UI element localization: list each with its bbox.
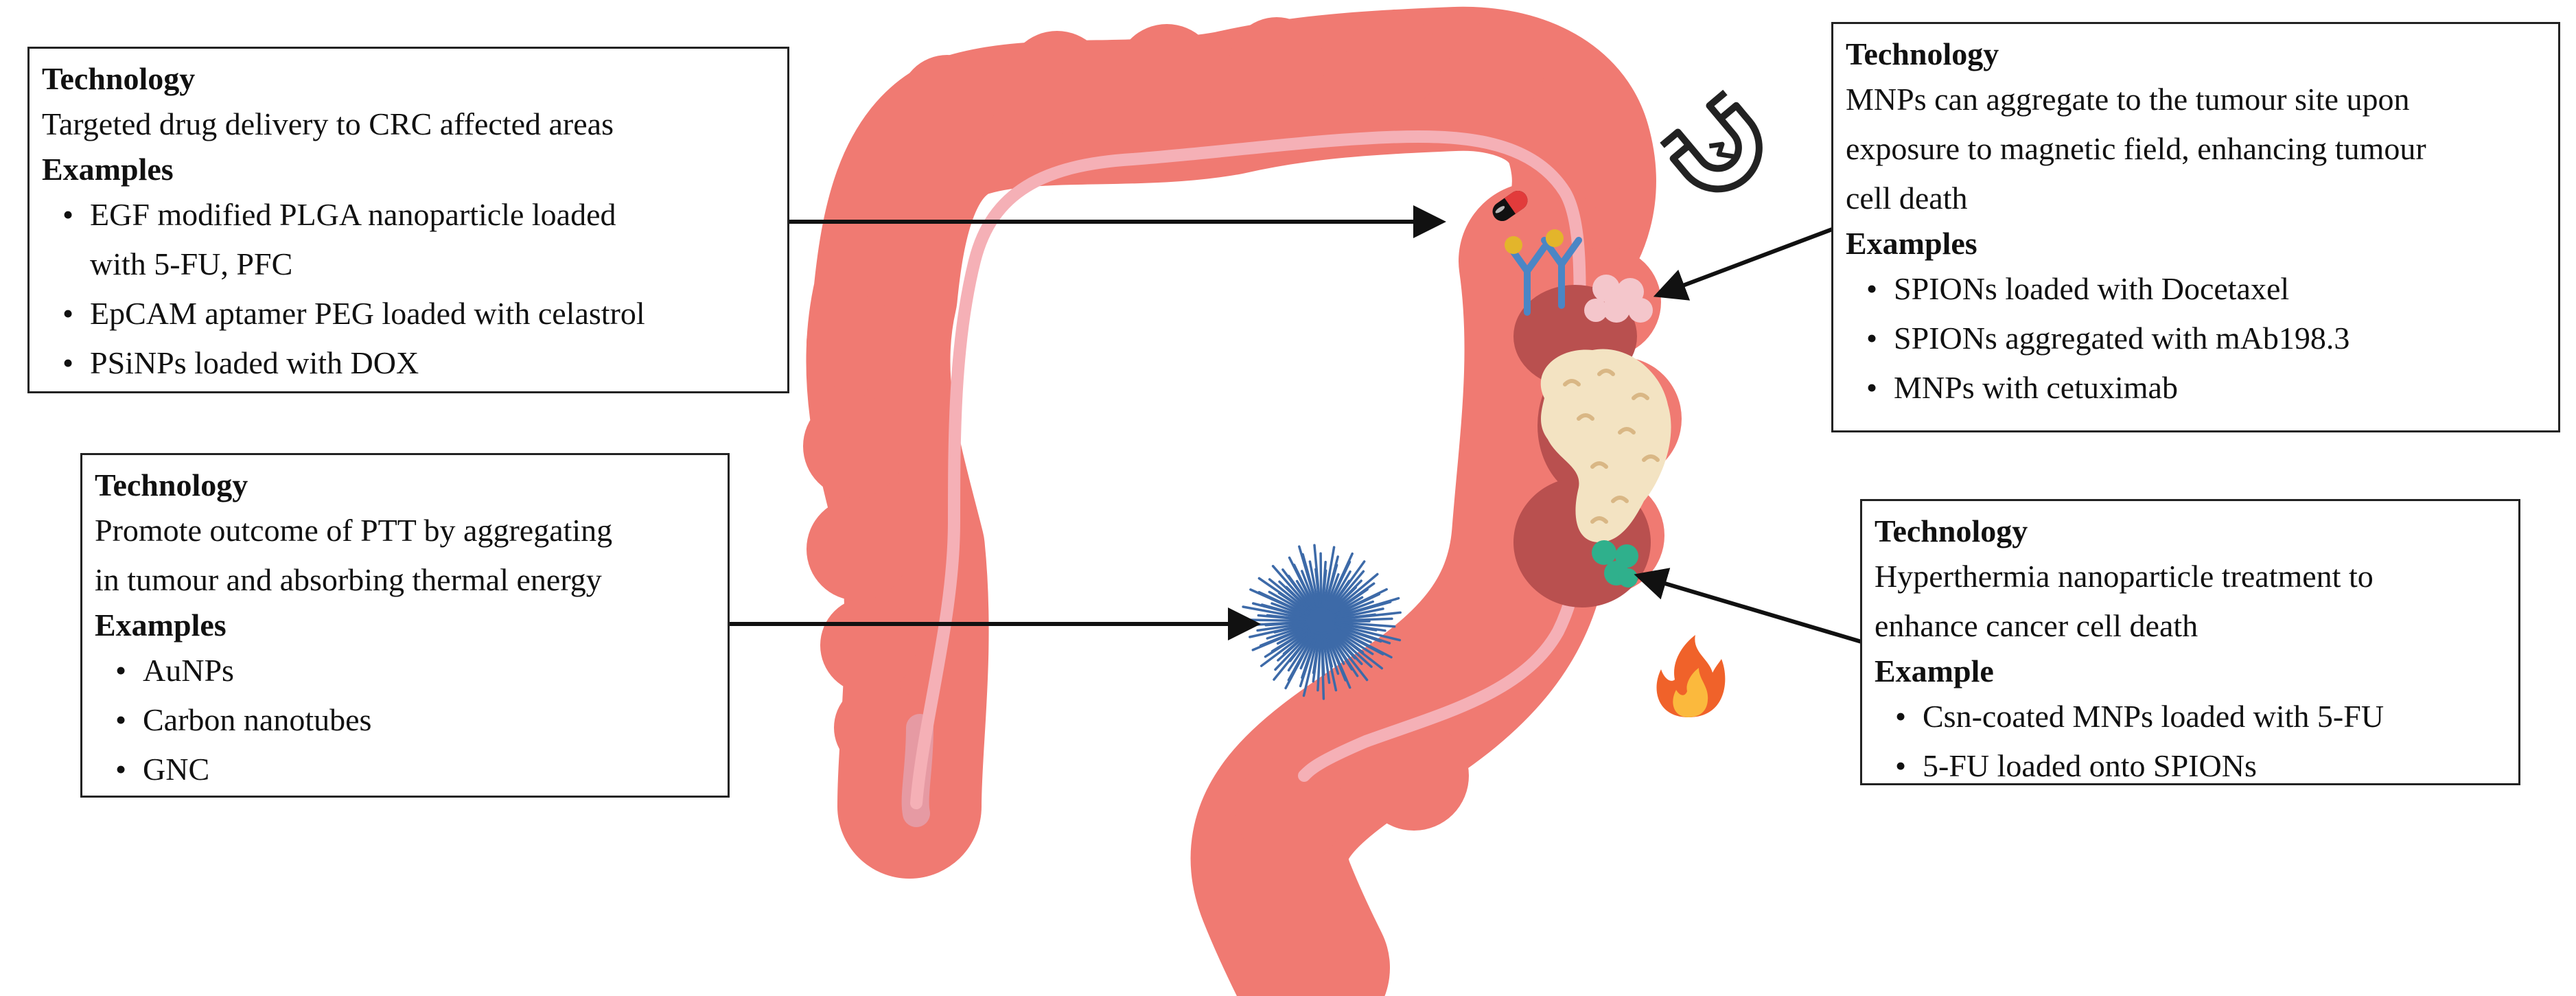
list-item: EpCAM aptamer PEG loaded with celastrol: [62, 289, 775, 338]
list-item: 5-FU loaded onto SPIONs: [1895, 741, 2506, 791]
list-item-text: EGF modified PLGA nanoparticle loaded: [90, 197, 616, 232]
list-item: EGF modified PLGA nanoparticle loaded wi…: [62, 190, 775, 289]
capsule-icon: [1492, 190, 1528, 222]
box-examples-heading: Examples: [1846, 226, 1977, 261]
pink-nanoparticles: [1584, 275, 1653, 323]
box-examples-heading: Examples: [42, 152, 174, 187]
tumour-region: [1513, 285, 1671, 607]
list-item: PSiNPs loaded with DOX: [62, 338, 775, 388]
arrow-bottom-right: [1634, 568, 1862, 644]
box-heading: Technology: [95, 467, 248, 502]
box-text-line: in tumour and absorbing thermal energy: [95, 562, 602, 597]
list-item-text: MNPs with cetuximab: [1894, 370, 2178, 405]
box-text-line: enhance cancer cell death: [1875, 608, 2198, 643]
list-item-text: PSiNPs loaded with DOX: [90, 345, 419, 380]
list-item-text: SPIONs aggregated with mAb198.3: [1894, 321, 2350, 356]
box-examples-heading: Examples: [95, 607, 227, 642]
tumour-mass: [1540, 349, 1671, 542]
examples-list: EGF modified PLGA nanoparticle loaded wi…: [42, 190, 775, 388]
box-text-line: exposure to magnetic field, enhancing tu…: [1846, 131, 2426, 166]
list-item: SPIONs aggregated with mAb198.3: [1866, 314, 2546, 363]
list-item-text: Csn-coated MNPs loaded with 5-FU: [1923, 699, 2384, 734]
fire-icon: [1656, 635, 1726, 717]
burst-core: [1308, 607, 1335, 635]
box-examples-heading: Example: [1875, 653, 1994, 688]
list-item: Csn-coated MNPs loaded with 5-FU: [1895, 692, 2506, 741]
magnet-icon: [1660, 89, 1763, 193]
tumour-spots: [1563, 369, 1660, 524]
box-heading: Technology: [1875, 513, 2028, 548]
box-text-line: cell death: [1846, 181, 1968, 216]
examples-list: AuNPs Carbon nanotubes GNC: [95, 646, 715, 794]
list-item-text: 5-FU loaded onto SPIONs: [1923, 748, 2257, 783]
list-item: MNPs with cetuximab: [1866, 363, 2546, 413]
teal-nanoparticles: [1592, 540, 1638, 588]
box-text-line: Targeted drug delivery to CRC affected a…: [42, 106, 614, 141]
box-text-line: MNPs can aggregate to the tumour site up…: [1846, 82, 2410, 117]
box-middle-left: Technology Promote outcome of PTT by agg…: [80, 453, 730, 798]
lumen-line: [910, 130, 1588, 809]
list-item-text: GNC: [143, 752, 210, 787]
list-item: GNC: [115, 745, 715, 794]
box-bottom-right: Technology Hyperthermia nanoparticle tre…: [1860, 499, 2520, 791]
arrows: [729, 205, 1862, 644]
list-item: Carbon nanotubes: [115, 695, 715, 745]
list-item-text: SPIONs loaded with Docetaxel: [1894, 271, 2290, 306]
list-item: AuNPs: [115, 646, 715, 695]
box-top-left: Technology Targeted drug delivery to CRC…: [27, 47, 789, 393]
list-item-text: EpCAM aptamer PEG loaded with celastrol: [90, 296, 645, 331]
box-heading: Technology: [1846, 36, 1999, 71]
examples-list: Csn-coated MNPs loaded with 5-FU 5-FU lo…: [1875, 692, 2506, 791]
box-text-line: Promote outcome of PTT by aggregating: [95, 513, 613, 548]
box-text-line: Hyperthermia nanoparticle treatment to: [1875, 559, 2374, 594]
arrow-top-right: [1653, 227, 1835, 301]
box-heading: Technology: [42, 61, 196, 96]
nanoparticle-burst-icon: [1239, 544, 1402, 700]
list-item: SPIONs loaded with Docetaxel: [1866, 264, 2546, 314]
list-item-text: AuNPs: [143, 653, 234, 688]
examples-list: SPIONs loaded with Docetaxel SPIONs aggr…: [1846, 264, 2546, 413]
list-item-text: with 5-FU, PFC: [90, 246, 293, 281]
list-item-text: Carbon nanotubes: [143, 702, 372, 737]
box-top-right: Technology MNPs can aggregate to the tum…: [1831, 22, 2560, 432]
